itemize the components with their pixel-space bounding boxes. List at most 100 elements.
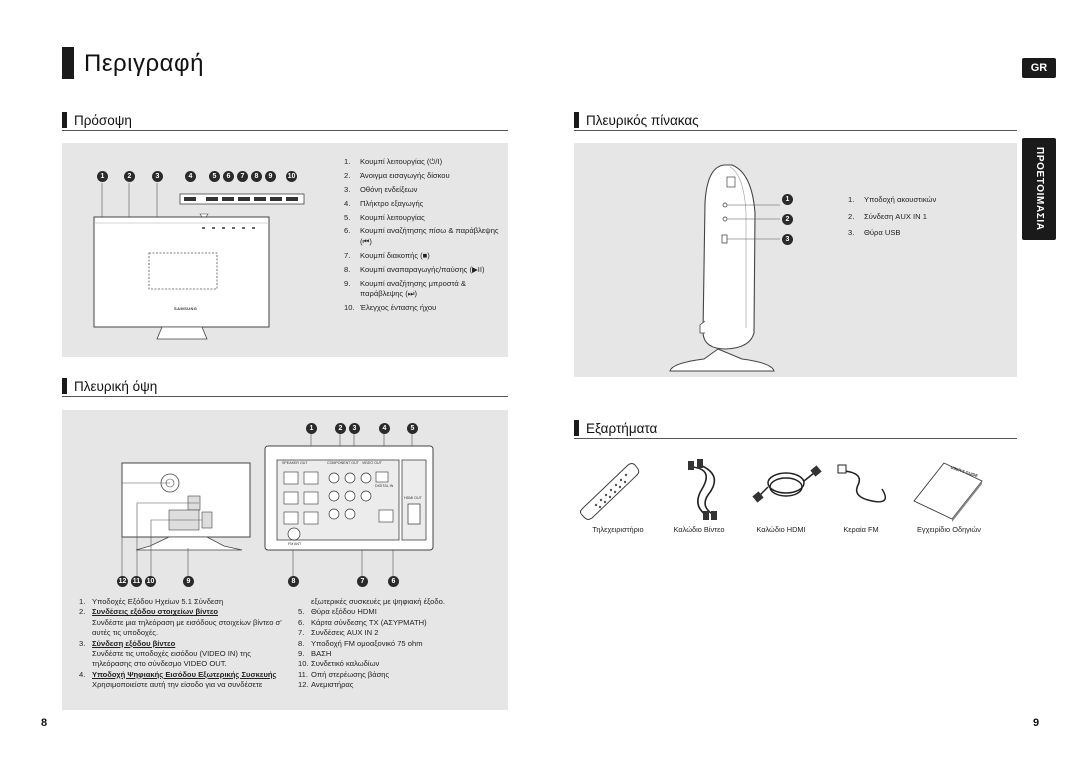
sv-callout-8: 8 (288, 576, 299, 587)
list-item-desc: Συνδέστε τις υποδοχές εισόδου (VIDEO IN)… (92, 649, 251, 669)
sv-callout-12: 12 (117, 576, 128, 587)
side-view-list-right: εξωτερικές συσκευές με ψηφιακή έξοδο. 5.… (298, 597, 503, 691)
callout-8: 8 (251, 171, 262, 182)
accessory-label: Καλώδιο HDMI (756, 525, 806, 534)
side-panel-heading-text: Πλευρικός πίνακας (586, 112, 699, 128)
list-item: 6.Κουμπί αναζήτησης πίσω & παράβλεψης (⏮… (344, 226, 499, 246)
video-cable-icon (688, 459, 717, 520)
list-item: 9.Κουμπί αναζήτησης μπροστά & παράβλεψης… (344, 278, 466, 299)
rear-connectors-illustration (121, 432, 434, 576)
list-item: 8.Υποδοχή FM ομοαξονικό 75 ohm (298, 638, 423, 648)
list-item: 4.Υποδοχή Ψηφιακής Εισόδου Εξωτερικής Συ… (79, 669, 277, 679)
sv-callout-4: 4 (379, 423, 390, 434)
sv-callout-1: 1 (306, 423, 317, 434)
side-view-rule (62, 396, 508, 397)
user-manual-icon (913, 462, 983, 522)
callout-7: 7 (237, 171, 248, 182)
connector-label: SPEAKER OUT (282, 461, 308, 465)
connector-label: VIDEO OUT (362, 461, 382, 465)
front-heading-text: Πρόσοψη (74, 112, 132, 128)
list-item: 3.Οθόνη ενδείξεων (344, 184, 418, 194)
sv-callout-5: 5 (407, 423, 418, 434)
side-panel-rule (574, 130, 1017, 131)
side-view-list-left: 1.Υποδοχές Εξόδου Ηχείων 5.1 Σύνδεση 2.Σ… (79, 597, 284, 691)
page-number-left: 8 (41, 717, 48, 729)
list-item: 4.Πλήκτρο εξαγωγής (344, 198, 424, 208)
heading-marker (574, 420, 579, 436)
front-device-illustration (93, 183, 305, 340)
accessories-illustrations (580, 459, 983, 522)
sv-callout-11: 11 (131, 576, 142, 587)
list-item: 1.Υποδοχές Εξόδου Ηχείων 5.1 Σύνδεση (79, 597, 224, 606)
front-feature-list: 1.Κουμπί λειτουργίας (⏻/I) 2.Άνοιγμα εισ… (344, 157, 504, 317)
list-item-desc: Χρησιμοποιείστε αυτή την είσοδο για να σ… (92, 680, 263, 690)
title-bar (62, 47, 74, 79)
side-view-heading-text: Πλευρική όψη (74, 378, 158, 394)
accessories-heading: Εξαρτήματα (574, 420, 657, 436)
side-panel-illustration (669, 164, 780, 372)
side-view-heading: Πλευρική όψη (62, 378, 157, 394)
list-item: 7.Κουμπί διακοπής (■) (344, 250, 430, 260)
list-item: εξωτερικές συσκευές με ψηφιακή έξοδο. (311, 597, 445, 606)
page-title: Περιγραφή (84, 50, 204, 77)
side-callout-3: 3 (782, 234, 793, 245)
callout-10: 10 (286, 171, 297, 182)
connector-label: COMPONENT OUT (327, 461, 359, 465)
page-number-right: 9 (1033, 717, 1040, 729)
side-panel-heading: Πλευρικός πίνακας (574, 112, 699, 128)
list-item: 12.Ανεμιστήρας (298, 680, 354, 690)
list-item: 5.Θύρα εξόδου HDMI (298, 607, 377, 617)
remote-control-icon (580, 463, 640, 520)
accessory-label: Καλώδιο Βίντεο (673, 525, 725, 534)
side-panel-list: 1.Υποδοχή ακουστικών 2.Σύνδεση AUX IN 1 … (848, 195, 1013, 242)
list-item: 6.Κάρτα σύνδεσης TX (ΑΣΥΡΜΑΤΗ) (298, 617, 427, 627)
list-item: 2.Άνοιγμα εισαγωγής δίσκου (344, 170, 450, 180)
side-panel-box: 1 2 3 1.Υποδοχή ακουστικών 2.Σύνδεση AUX… (574, 143, 1017, 377)
list-item: 11.Οπή στερέωσης βάσης (298, 669, 390, 679)
sv-callout-9: 9 (183, 576, 194, 587)
accessories-heading-text: Εξαρτήματα (586, 420, 658, 436)
list-item: 7.Συνδέσεις AUX IN 2 (298, 628, 379, 638)
hdmi-cable-icon (752, 465, 822, 503)
connector-label: DIGITAL IN (375, 484, 394, 488)
heading-marker (62, 378, 67, 394)
connector-label: HDMI OUT (404, 496, 422, 500)
accessory-label: Τηλεχειριστήριο (592, 525, 644, 534)
callout-6: 6 (223, 171, 234, 182)
list-item: 2.Συνδέσεις εξόδου στοιχείων βίντεο (79, 607, 219, 617)
list-item: 10.Έλεγχος έντασης ήχου (344, 303, 437, 313)
accessory-label: Κεραία FM (843, 525, 879, 534)
list-item: 10.Συνδετικό καλωδίων (298, 659, 380, 669)
connector-label: FM ANT (288, 542, 302, 546)
list-item: 1.Υποδοχή ακουστικών (848, 195, 937, 204)
side-callout-1: 1 (782, 194, 793, 205)
language-badge: GR (1022, 58, 1056, 78)
callout-5: 5 (209, 171, 220, 182)
sv-callout-3: 3 (349, 423, 360, 434)
section-side-tab: ΠΡΟΕΤΟΙΜΑΣΙΑ (1022, 138, 1056, 240)
front-heading: Πρόσοψη (62, 112, 132, 128)
list-item-desc: Συνδέστε μια τηλεόραση με εισόδους στοιχ… (92, 617, 282, 638)
list-item: 9.ΒΑΣΗ (298, 649, 332, 659)
sv-callout-10: 10 (145, 576, 156, 587)
list-item: 3.Θύρα USB (848, 228, 901, 237)
callout-3: 3 (152, 171, 163, 182)
accessory-label: Εγχειρίδιο Οδηγιών (917, 525, 981, 534)
callout-4: 4 (185, 171, 196, 182)
fm-antenna-icon (837, 464, 887, 503)
list-item: 2.Σύνδεση AUX IN 1 (848, 211, 927, 221)
side-view-panel: SPEAKER OUT COMPONENT OUT VIDEO OUT DIGI… (62, 410, 508, 710)
callout-9: 9 (265, 171, 276, 182)
callout-1: 1 (97, 171, 108, 182)
list-item: 3.Σύνδεση εξόδου βίντεο (79, 638, 176, 648)
side-callout-2: 2 (782, 214, 793, 225)
front-panel: 1 2 3 4 5 6 7 8 9 10 SA (62, 143, 508, 357)
sv-callout-7: 7 (357, 576, 368, 587)
front-brand-logo: SAMSUNG (174, 306, 198, 311)
accessories-rule (574, 438, 1017, 439)
heading-marker (574, 112, 579, 128)
heading-marker (62, 112, 67, 128)
front-rule (62, 130, 508, 131)
sv-callout-6: 6 (388, 576, 399, 587)
list-item: 8.Κουμπί αναπαραγωγής/παύσης (▶II) (344, 264, 485, 274)
